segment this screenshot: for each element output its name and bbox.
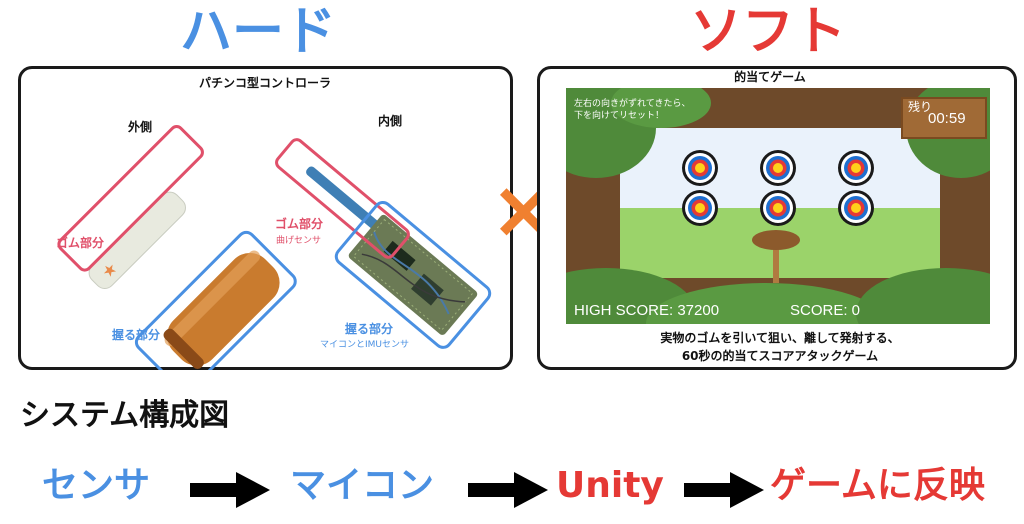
flow-step-sensor: センサ [42, 465, 151, 506]
target [682, 150, 718, 186]
outer-controller: ★ [57, 125, 297, 370]
flow-arrow-1 [190, 472, 270, 508]
hard-heading: ハード [180, 2, 337, 62]
target [682, 190, 718, 226]
inner-caption: 内側 [378, 114, 403, 128]
soft-panel-title: 的当てゲーム [734, 70, 806, 84]
target [760, 190, 796, 226]
outer-grip-label: 握る部分 [112, 328, 161, 342]
inner-grip-label: 握る部分 [345, 322, 394, 336]
controller-illustration: ★ [57, 125, 492, 370]
flow-arrow-3 [684, 472, 764, 508]
target [760, 150, 796, 186]
flow-step-unity: Unity [556, 465, 664, 506]
timer-label: 残り [908, 100, 933, 114]
outer-caption: 外側 [128, 120, 153, 134]
inner-rubber-sub: 曲げセンサ [276, 236, 322, 246]
system-title: システム構成図 [20, 398, 230, 433]
timer-value: 00:59 [928, 110, 966, 127]
game-description-line1: 実物のゴムを引いて狙い、離して発射する、 [660, 331, 900, 345]
flow-arrow-2 [468, 472, 548, 508]
inner-controller [275, 138, 492, 349]
soft-heading: ソフト [690, 2, 847, 62]
game-hint-line1: 左右の向きがずれてきたら、 [574, 98, 691, 108]
high-score: HIGH SCORE: 37200 [574, 302, 720, 319]
game-hint-line2: 下を向けてリセット！ [574, 110, 665, 120]
hard-panel-title: パチンコ型コントローラ [198, 76, 331, 90]
score: SCORE: 0 [790, 302, 861, 319]
target [838, 150, 874, 186]
inner-grip-sub: マイコンとIMUセンサ [320, 340, 410, 350]
flow-step-game: ゲームに反映 [770, 465, 985, 506]
game-screenshot: 左右の向きがずれてきたら、 下を向けてリセット！ 残り 00:59 HIGH S… [566, 88, 990, 324]
targets-layer [682, 150, 874, 226]
outer-rubber-label: ゴム部分 [56, 236, 105, 250]
flow-step-mcu: マイコン [290, 465, 435, 506]
game-description-line2: 60秒の的当てスコアアタックゲーム [681, 349, 879, 363]
inner-rubber-label: ゴム部分 [275, 217, 324, 231]
target [838, 190, 874, 226]
